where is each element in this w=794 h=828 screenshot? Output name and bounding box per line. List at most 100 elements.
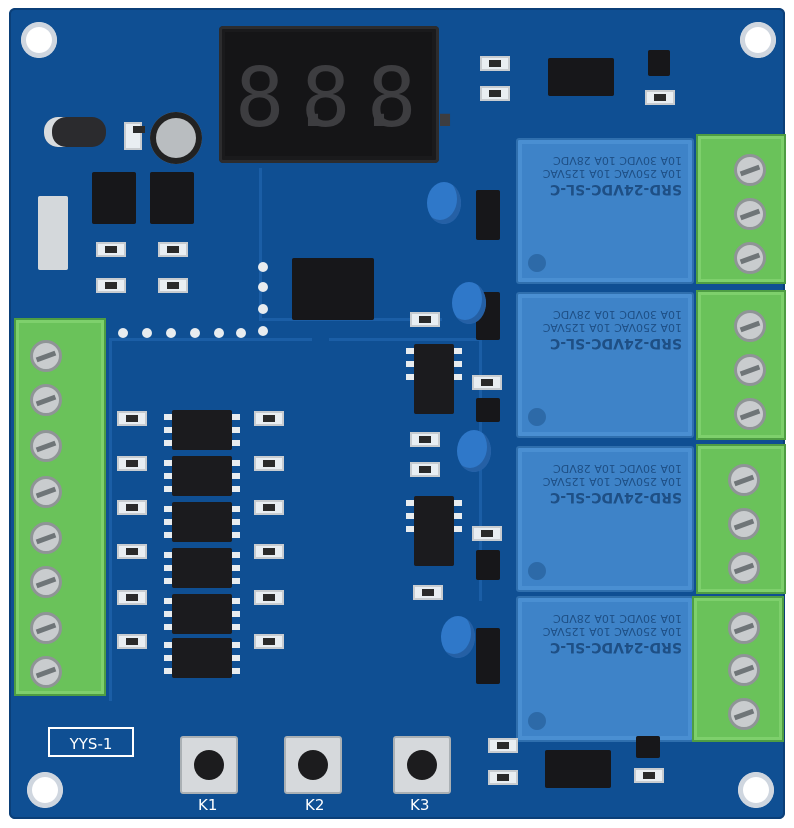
relay-rating: 10A 30VDC 10A 28VDC (553, 462, 682, 475)
trace (109, 338, 312, 701)
k2-label: K2 (305, 796, 325, 814)
diode (476, 398, 500, 422)
smd-component (254, 590, 284, 605)
diode (476, 550, 500, 580)
optocoupler (164, 594, 240, 634)
smd-component (117, 590, 147, 605)
terminal-screw[interactable] (734, 310, 766, 342)
via-pad (258, 304, 268, 314)
terminal-screw[interactable] (30, 340, 62, 372)
smd-component (96, 242, 126, 257)
k3-label: K3 (410, 796, 430, 814)
optocoupler (164, 410, 240, 450)
display-glass: 8. 8. 8. (225, 32, 470, 156)
smd-component (117, 411, 147, 426)
input-terminal-block (14, 318, 106, 696)
relay-rating: 10A 30VDC 10A 28VDC (553, 612, 682, 625)
header-pad (190, 328, 200, 338)
relay-rating: 10A 250VAC 10A 125VAC (542, 321, 682, 334)
relay-rating: 10A 250VAC 10A 125VAC (542, 475, 682, 488)
terminal-screw[interactable] (734, 398, 766, 430)
smd-component (410, 312, 440, 327)
smd-component (117, 456, 147, 471)
terminal-screw[interactable] (734, 242, 766, 274)
display-digit: 8. (301, 51, 408, 146)
terminal-screw[interactable] (734, 198, 766, 230)
relay-label: SRD-24VDC-SL-C 10A 250VAC 10A 125VAC 10A… (526, 154, 682, 197)
k1-button[interactable] (180, 736, 238, 794)
smd-component (488, 738, 518, 753)
diode (476, 190, 500, 240)
k2-button[interactable] (284, 736, 342, 794)
terminal-screw[interactable] (30, 612, 62, 644)
smd-component (472, 526, 502, 541)
terminal-screw[interactable] (30, 476, 62, 508)
terminal-screw[interactable] (728, 612, 760, 644)
terminal-screw[interactable] (728, 698, 760, 730)
smd-component (410, 432, 440, 447)
smd-component (480, 56, 510, 71)
smd-component (480, 86, 510, 101)
terminal-screw[interactable] (30, 566, 62, 598)
mounting-hole (21, 22, 57, 58)
mounting-hole (740, 22, 776, 58)
smd-component (413, 585, 443, 600)
relay-marker (528, 408, 546, 426)
smd-component (158, 278, 188, 293)
terminal-screw[interactable] (734, 154, 766, 186)
smd-component (96, 278, 126, 293)
relay-marker (528, 254, 546, 272)
terminal-screw[interactable] (30, 656, 62, 688)
output-terminal-block-1 (696, 134, 786, 284)
optocoupler (164, 548, 240, 588)
mounting-hole (738, 772, 774, 808)
smd-component (117, 500, 147, 515)
button-cap[interactable] (298, 750, 328, 780)
terminal-screw[interactable] (728, 654, 760, 686)
optocoupler (406, 344, 462, 414)
k1-label: K1 (198, 796, 218, 814)
smd-component (254, 456, 284, 471)
relay-4: SRD-24VDC-SL-C 10A 250VAC 10A 125VAC 10A… (516, 596, 694, 742)
regulator-chip (150, 172, 194, 224)
terminal-screw[interactable] (728, 508, 760, 540)
smd-component (488, 770, 518, 785)
ceramic-capacitor (452, 282, 486, 324)
smd-component (124, 122, 145, 150)
relay-marker (528, 562, 546, 580)
relay-label: SRD-24VDC-SL-C 10A 250VAC 10A 125VAC 10A… (526, 612, 682, 655)
regulator-chip (92, 172, 136, 224)
relay-rating: 10A 30VDC 10A 28VDC (553, 154, 682, 167)
k3-button[interactable] (393, 736, 451, 794)
transistor (648, 50, 670, 76)
diode (476, 628, 500, 684)
smd-component (634, 768, 664, 783)
via-pad (258, 262, 268, 272)
smd-component (158, 242, 188, 257)
smd-component (472, 375, 502, 390)
terminal-screw[interactable] (30, 522, 62, 554)
board-model-label: YYS-1 (48, 727, 134, 757)
output-terminal-block-2 (696, 290, 786, 440)
transistor (548, 58, 614, 96)
terminal-screw[interactable] (728, 552, 760, 584)
seven-segment-display: 8. 8. 8. (219, 26, 470, 163)
header-pad (236, 328, 246, 338)
relay-1: SRD-24VDC-SL-C 10A 250VAC 10A 125VAC 10A… (516, 138, 694, 284)
terminal-screw[interactable] (734, 354, 766, 386)
output-terminal-block-4 (692, 596, 784, 742)
optocoupler (164, 456, 240, 496)
transistor (636, 736, 660, 758)
terminal-screw[interactable] (728, 464, 760, 496)
via-pad (258, 326, 268, 336)
terminal-screw[interactable] (30, 384, 62, 416)
smd-component (410, 462, 440, 477)
microcontroller-chip (292, 258, 374, 320)
ceramic-capacitor (427, 182, 461, 224)
button-cap[interactable] (407, 750, 437, 780)
terminal-screw[interactable] (30, 430, 62, 462)
smd-component (254, 411, 284, 426)
header-pad (166, 328, 176, 338)
button-cap[interactable] (194, 750, 224, 780)
electrolytic-capacitor (44, 117, 106, 147)
